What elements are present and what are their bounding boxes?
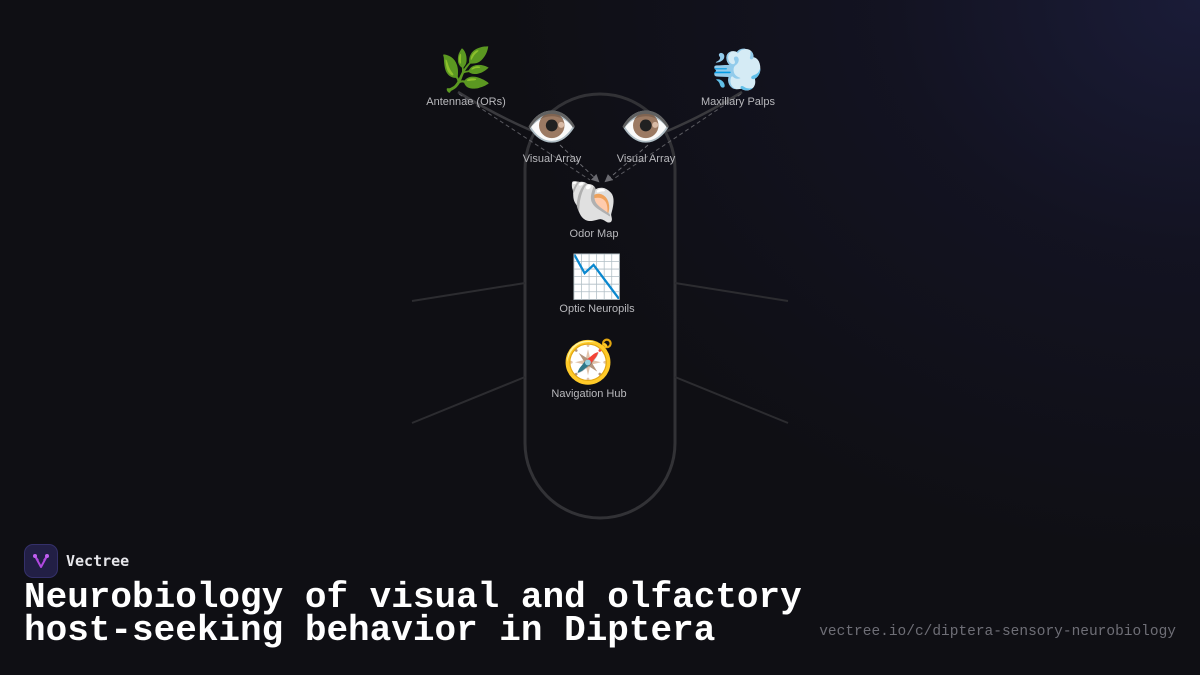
node-antennae[interactable]: 🌿 Antennae (ORs): [426, 45, 505, 108]
node-label: Odor Map: [569, 228, 619, 240]
leg-right-front: [674, 282, 789, 302]
node-label: Visual Array: [616, 153, 676, 165]
dash-wind-icon: 💨: [711, 45, 765, 94]
node-visual-array-left[interactable]: 👁️ Visual Array: [523, 102, 582, 165]
antenna-left-line: [457, 90, 541, 136]
eye-icon: 👁️: [619, 102, 673, 151]
chart-decreasing-icon: 📉: [570, 252, 624, 301]
edge-palps-to-odor-map: [611, 93, 742, 181]
compass-icon: 🧭: [562, 337, 616, 386]
node-odor-map[interactable]: 🐚 Odor Map: [568, 177, 620, 240]
herb-icon: 🌿: [439, 45, 493, 94]
title-line-2: host-seeking behavior in Diptera: [24, 610, 716, 651]
leg-left-back: [411, 376, 526, 424]
page-title: Neurobiology of visual and olfactory hos…: [24, 580, 802, 649]
vectree-logo-icon: [24, 544, 58, 578]
brand: Vectree: [24, 544, 129, 578]
shell-icon: 🐚: [567, 177, 621, 226]
brand-name: Vectree: [66, 552, 130, 570]
node-label: Optic Neuropils: [559, 303, 635, 315]
insect-body-outline: [523, 92, 677, 520]
edge-antennae-to-odor-map: [458, 93, 591, 181]
node-label: Visual Array: [522, 153, 582, 165]
node-navigation-hub[interactable]: 🧭 Navigation Hub: [551, 337, 626, 400]
node-visual-array-right[interactable]: 👁️ Visual Array: [617, 102, 676, 165]
node-label: Antennae (ORs): [426, 96, 506, 108]
node-maxillary-palps[interactable]: 💨 Maxillary Palps: [701, 45, 775, 108]
antenna-right-line: [659, 90, 743, 136]
leg-left-front: [411, 282, 526, 302]
node-label: Maxillary Palps: [701, 96, 775, 108]
edge-eye-left-to-odor-map: [559, 144, 600, 183]
leg-right-back: [674, 376, 789, 424]
edge-eye-right-to-odor-map: [604, 144, 649, 183]
eye-icon: 👁️: [525, 102, 579, 151]
page-url[interactable]: vectree.io/c/diptera-sensory-neurobiolog…: [819, 624, 1176, 640]
title-line-1: Neurobiology of visual and olfactory: [24, 577, 802, 618]
node-label: Navigation Hub: [551, 388, 627, 400]
node-optic-neuropils[interactable]: 📉 Optic Neuropils: [559, 252, 634, 315]
